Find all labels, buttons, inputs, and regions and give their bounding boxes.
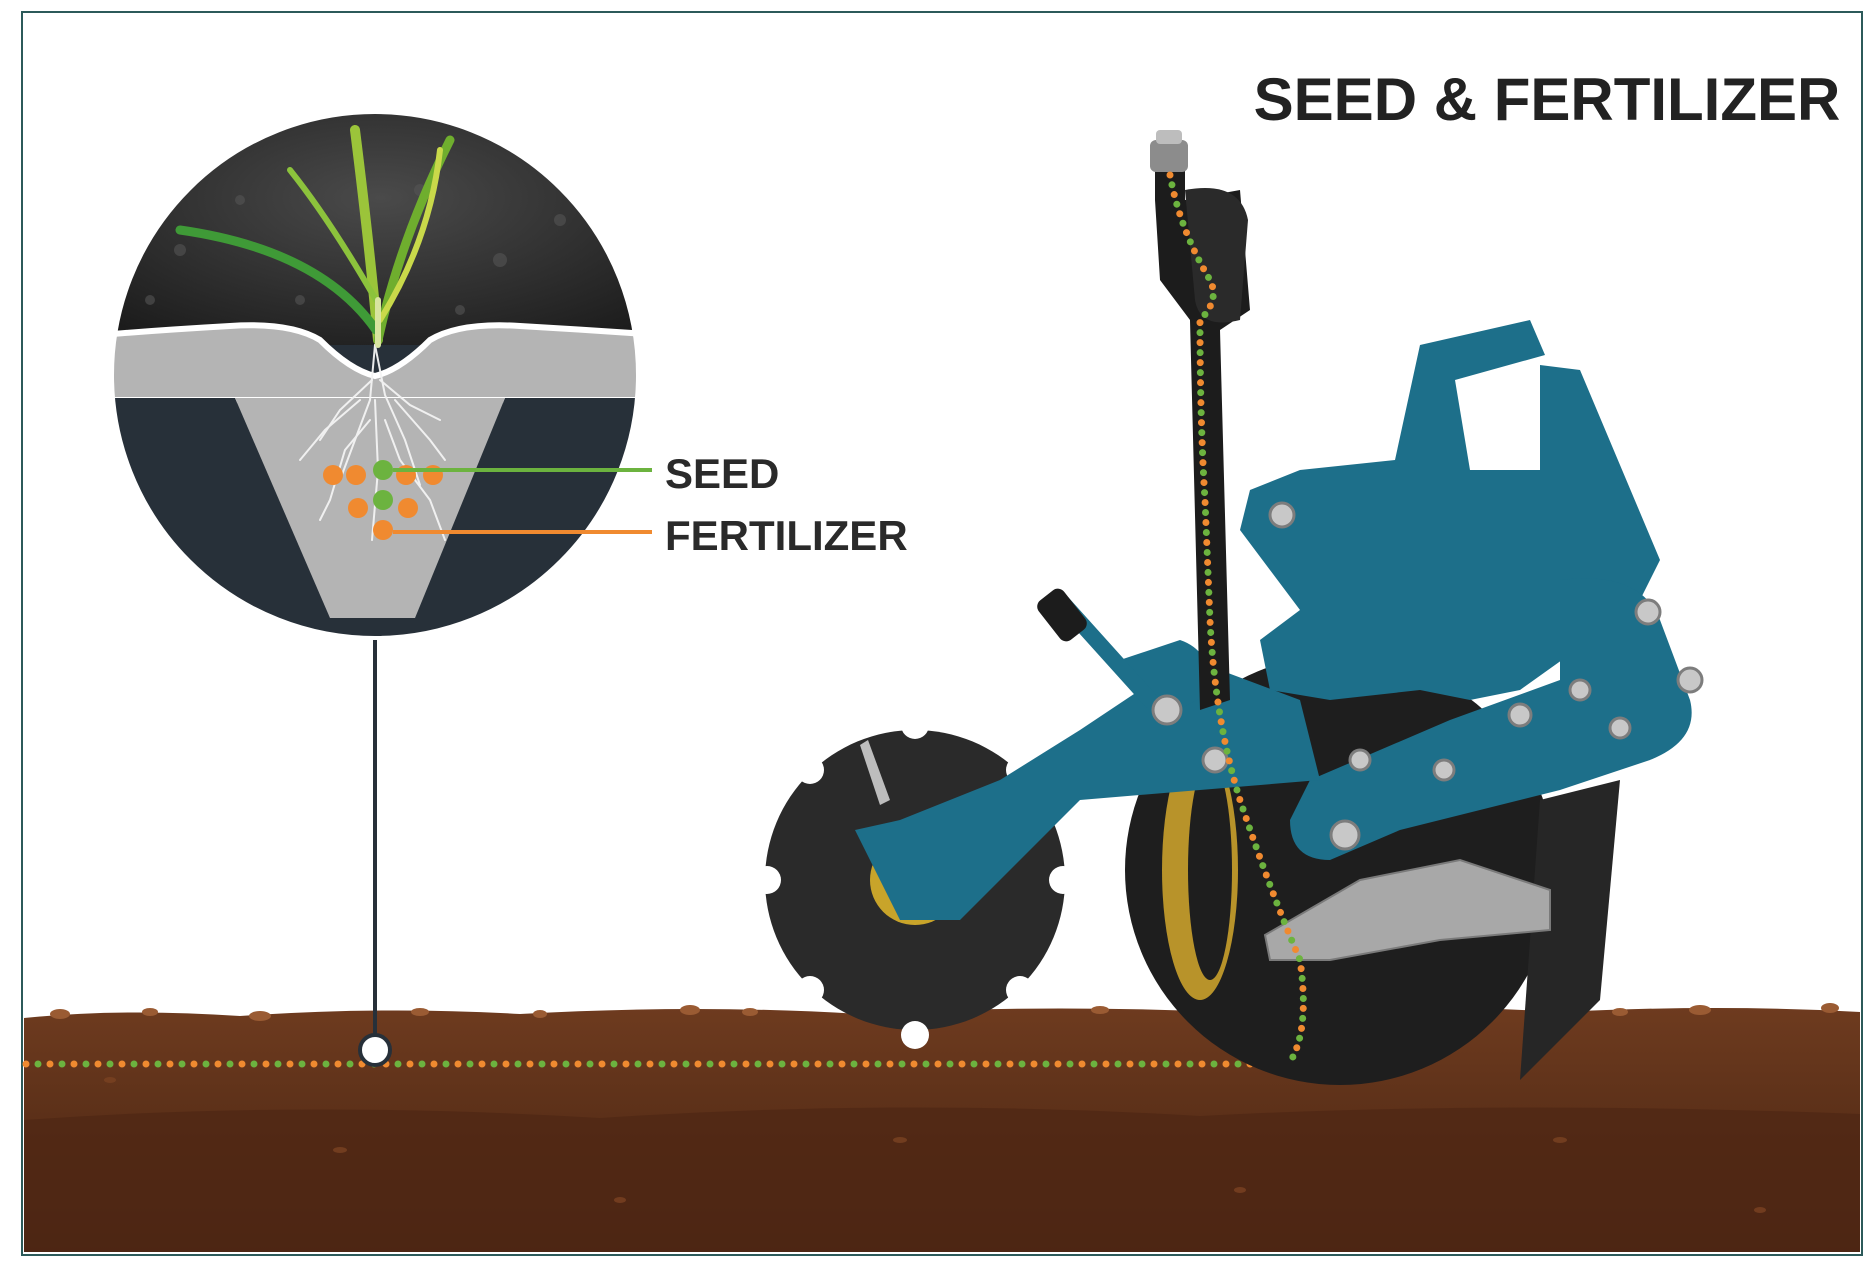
- soil-ground: [24, 1003, 1860, 1252]
- soil-closeup-icon: [112, 112, 638, 638]
- planter-row-unit-icon: [753, 130, 1704, 1085]
- seed-label: SEED: [665, 450, 779, 497]
- fertilizer-label: FERTILIZER: [665, 512, 908, 559]
- border-frame: [21, 11, 1863, 1256]
- blue-frame: [855, 320, 1692, 920]
- closing-arm: [1263, 858, 1551, 961]
- page-title: SEED & FERTILIZER: [1254, 66, 1841, 133]
- depth-handle: [1037, 588, 1158, 708]
- seed-path-dotted-line: [1166, 171, 1307, 1066]
- placement-marker-icon: [358, 1033, 392, 1067]
